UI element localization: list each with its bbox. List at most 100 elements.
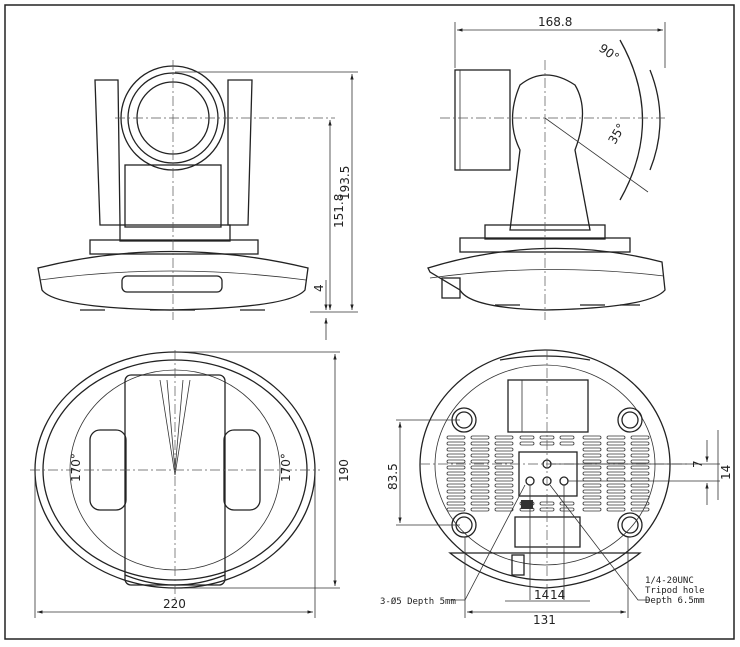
dim-small-offset: 7 bbox=[691, 460, 705, 468]
dim-spacing-right: 14 bbox=[550, 588, 565, 602]
side-view: 168.8 90° 35° bbox=[427, 15, 666, 320]
vent-slot bbox=[559, 441, 575, 446]
vent-slot bbox=[606, 495, 626, 500]
vent-slot bbox=[494, 501, 514, 506]
dim-height-overall: 193.5 bbox=[338, 166, 352, 200]
dim-foot-height: 4 bbox=[312, 284, 326, 292]
vent-slot bbox=[519, 441, 535, 446]
vent-slot bbox=[494, 507, 514, 512]
vent-slot bbox=[494, 489, 514, 494]
vent-slot bbox=[494, 495, 514, 500]
vent-slot bbox=[630, 483, 650, 488]
vent-slot bbox=[630, 453, 650, 458]
vent-slot bbox=[606, 459, 626, 464]
dim-depth: 168.8 bbox=[538, 15, 572, 29]
dim-spacing-vertical: 14 bbox=[719, 465, 733, 480]
tripod-note-line2: Tripod hole bbox=[645, 586, 705, 596]
vent-slot bbox=[582, 501, 602, 506]
vent-slot bbox=[446, 483, 466, 488]
vent-slot bbox=[470, 489, 490, 494]
vent-slot bbox=[519, 435, 535, 440]
vent-slot bbox=[446, 507, 466, 512]
vent-slot bbox=[582, 447, 602, 452]
vent-slot bbox=[470, 495, 490, 500]
vent-slot bbox=[470, 447, 490, 452]
vent-slot bbox=[582, 465, 602, 470]
vent-slot bbox=[630, 447, 650, 452]
vent-slot bbox=[446, 441, 466, 446]
screw-holes-note: 3-Ø5 Depth 5mm bbox=[380, 596, 456, 607]
vent-slot bbox=[606, 501, 626, 506]
vent-slot bbox=[446, 459, 466, 464]
dim-top-width: 220 bbox=[163, 597, 186, 611]
vent-slot bbox=[630, 489, 650, 494]
vent-slot bbox=[630, 459, 650, 464]
vent-slot bbox=[559, 501, 575, 506]
vent-slot bbox=[494, 435, 514, 440]
vent-slot bbox=[630, 441, 650, 446]
vent-slot bbox=[470, 453, 490, 458]
vent-slot bbox=[470, 483, 490, 488]
vent-slot bbox=[494, 441, 514, 446]
bottom-view: 83.5 7 14 14 14 131 3-Ø5 Depth 5mm 1/4-2… bbox=[380, 349, 733, 627]
vent-slot bbox=[494, 483, 514, 488]
vent-slot bbox=[630, 501, 650, 506]
vent-slot bbox=[606, 465, 626, 470]
vent-slot bbox=[494, 459, 514, 464]
vent-slot bbox=[582, 483, 602, 488]
vent-slot bbox=[470, 471, 490, 476]
vent-slot bbox=[582, 471, 602, 476]
connector bbox=[521, 500, 533, 509]
vent-slot bbox=[582, 441, 602, 446]
vent-slot bbox=[470, 507, 490, 512]
angle-tilt-up: 90° bbox=[596, 41, 621, 65]
vent-slot bbox=[446, 495, 466, 500]
vent-slot bbox=[494, 447, 514, 452]
vent-slot bbox=[446, 465, 466, 470]
angle-pan-right: 170° bbox=[279, 453, 293, 482]
vent-slot bbox=[559, 507, 575, 512]
top-view: 190 220 170° 170° bbox=[30, 350, 351, 618]
vent-slot bbox=[494, 477, 514, 482]
vent-slot bbox=[446, 471, 466, 476]
vent-slot bbox=[446, 447, 466, 452]
vent-slot bbox=[470, 501, 490, 506]
vent-slot bbox=[494, 465, 514, 470]
vent-slot bbox=[446, 477, 466, 482]
vent-slot bbox=[606, 471, 626, 476]
drawing-frame bbox=[4, 4, 735, 640]
dim-spacing-left: 14 bbox=[534, 588, 549, 602]
vent-slot bbox=[582, 459, 602, 464]
vent-slot bbox=[470, 441, 490, 446]
tripod-note-line3: Depth 6.5mm bbox=[645, 596, 705, 606]
ventilation-slots bbox=[446, 435, 650, 512]
dim-top-depth: 190 bbox=[337, 459, 351, 482]
vent-slot bbox=[446, 453, 466, 458]
dim-base-width: 131 bbox=[533, 613, 556, 627]
front-view: 193.5 151.8 4 bbox=[37, 60, 358, 340]
dim-height-center: 151.8 bbox=[332, 194, 346, 228]
vent-slot bbox=[470, 477, 490, 482]
tripod-note-line1: 1/4-20UNC bbox=[645, 576, 694, 586]
vent-slot bbox=[630, 477, 650, 482]
vent-slot bbox=[606, 489, 626, 494]
vent-slot bbox=[470, 465, 490, 470]
vent-slot bbox=[606, 453, 626, 458]
vent-slot bbox=[446, 435, 466, 440]
vent-slot bbox=[582, 507, 602, 512]
vent-slot bbox=[582, 489, 602, 494]
vent-slot bbox=[582, 435, 602, 440]
vent-slot bbox=[582, 477, 602, 482]
vent-slot bbox=[559, 435, 575, 440]
vent-slot bbox=[606, 447, 626, 452]
dim-hole-offset: 83.5 bbox=[386, 463, 400, 490]
angle-pan-left: 170° bbox=[69, 453, 83, 482]
vent-slot bbox=[606, 477, 626, 482]
vent-slot bbox=[446, 489, 466, 494]
vent-slot bbox=[494, 453, 514, 458]
vent-slot bbox=[606, 483, 626, 488]
vent-slot bbox=[606, 435, 626, 440]
vent-slot bbox=[494, 471, 514, 476]
vent-slot bbox=[446, 501, 466, 506]
